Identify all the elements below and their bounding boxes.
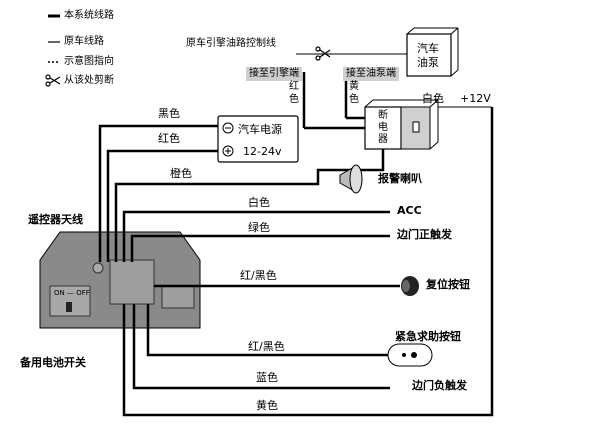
red-black-wire-label-1: 红/黑色 [240,269,277,282]
fuel-pump-box [406,33,452,77]
side-door-negative-label: 边门负触发 [412,379,467,392]
power-supply-box [217,115,299,163]
legend-original: 原车线路 [64,36,104,47]
red-vertical-label-1: 红 [289,81,299,92]
relay-char-2: 电 [378,122,388,133]
plus-12v-label: +12V [460,92,491,105]
yellow-vertical-label-2: 色 [349,94,359,105]
on-off-label: ON — OFF [54,289,90,297]
red-wire-label: 红色 [158,132,180,145]
emergency-button-icon [387,343,433,367]
power-title: 汽车电源 [238,123,282,136]
power-voltage: 12-24v [243,145,282,158]
legend-cut: 从该处剪断 [64,75,114,86]
backup-switch[interactable] [66,302,72,312]
relay-char-3: 器 [378,134,388,145]
fuel-pump-label-1: 汽车 [417,42,439,55]
alarm-horn-icon [339,164,363,194]
relay-char-1: 断 [378,110,388,121]
black-wire-label: 黑色 [158,107,180,120]
legend-this-system: 本系统线路 [64,10,114,21]
scissors-icon [45,74,61,87]
emergency-button-label: 紧急求助按钮 [395,330,461,343]
yellow-vertical-label-1: 黄 [349,81,359,92]
red-vertical-label-2: 色 [289,94,299,105]
side-door-positive-label: 边门正触发 [397,228,452,241]
white-12v-label: 白色 [422,92,444,105]
white-wire-label: 白色 [248,196,270,209]
red-black-wire-label-2: 红/黑色 [248,340,285,353]
fuel-pump-label-2: 油泵 [417,56,439,69]
fuel-pump-end-tag: 接至油泵端 [343,67,399,81]
blue-wire-label: 蓝色 [256,371,278,384]
alarm-horn-label: 报警喇叭 [378,172,422,185]
reset-button-icon [401,276,419,296]
backup-switch-label: 备用电池开关 [20,356,86,369]
antenna-label: 遥控器天线 [28,213,83,226]
yellow-wire-label: 黄色 [256,399,278,412]
connector-block [109,259,155,305]
scissors-icon [315,46,331,61]
orange-wire-label: 橙色 [170,167,192,180]
engine-control-label: 原车引擎油路控制线 [186,38,276,49]
reset-button-label: 复位按钮 [426,278,470,291]
engine-end-tag: 接至引擎端 [246,67,302,81]
legend-direction: 示意图指向 [64,56,114,67]
acc-label: ACC [397,204,422,217]
green-wire-label: 绿色 [248,221,270,234]
